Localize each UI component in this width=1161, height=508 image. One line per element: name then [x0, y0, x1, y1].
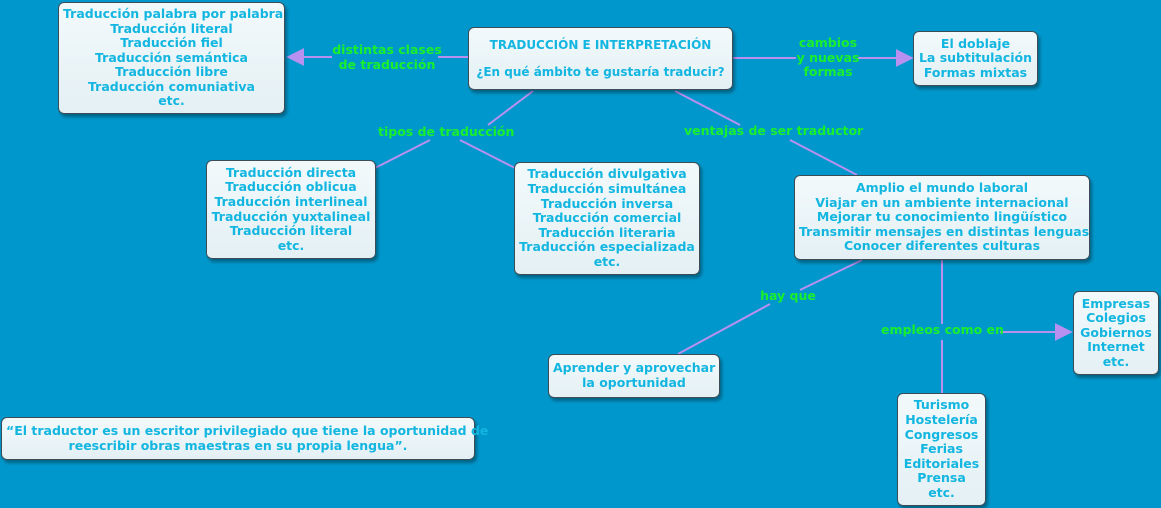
text-line: formas — [803, 64, 853, 80]
text-line: Traducción literaria — [538, 224, 676, 240]
edge-tipos-a — [374, 139, 431, 169]
text-line: ¿En qué ámbito te gustaría traducir? — [476, 64, 725, 79]
text-line: Hostelería — [905, 412, 978, 428]
text-line: Traducción literal — [229, 223, 353, 239]
text-line: Internet — [1087, 339, 1145, 355]
edge-hayque-aprender — [677, 303, 771, 355]
text-line: Traducción interlineal — [214, 193, 368, 209]
link-ventajas-traductor: ventajas de ser traductor — [684, 123, 864, 139]
text-line: etc. — [928, 484, 955, 500]
edge-tipos-b — [459, 139, 516, 169]
link-empleos: empleos como en — [881, 322, 1004, 338]
text-line: etc. — [277, 237, 305, 253]
text-line: Traducción divulgativa — [527, 166, 687, 182]
text-line: Traducción especializada — [519, 239, 695, 255]
text-line: Traducción inversa — [540, 195, 674, 211]
text-line: Traducción simultánea — [527, 181, 687, 197]
link-hay-que: hay que — [758, 288, 818, 304]
text-line: Empresas — [1081, 295, 1151, 311]
text-line: Amplio el mundo laboral — [855, 180, 1029, 196]
text-line: Congresos — [904, 426, 979, 442]
text-line: Ferias — [920, 441, 963, 457]
text-line: La subtitulación — [918, 50, 1033, 66]
text-line: Mejorar tu conocimiento lingüístico — [816, 209, 1068, 225]
text-line: empleos como en — [881, 322, 1004, 337]
text-line: Transmitir mensajes en distintas lenguas — [799, 223, 1090, 239]
text-line: Traducción comuniativa — [88, 78, 255, 94]
text-line: cambios — [798, 35, 858, 50]
node-cita[interactable]: “El traductor es un escritor privilegiad… — [1, 417, 489, 460]
edge-root-ventajas — [674, 90, 741, 126]
text-line: tipos de traducción — [378, 124, 515, 139]
link-tipos-traduccion: tipos de traducción — [378, 124, 515, 140]
text-line: Traducción semántica — [95, 49, 248, 65]
text-line: Formas mixtas — [923, 64, 1028, 80]
edge-root-tipos — [487, 90, 534, 126]
text-line: etc. — [593, 253, 621, 269]
text-line: Editoriales — [903, 455, 980, 471]
text-line: Traducción directa — [225, 164, 357, 180]
text-line: Colegios — [1086, 310, 1146, 326]
text-line: etc. — [158, 93, 185, 109]
text-line: Traducción oblicua — [225, 179, 357, 195]
text-line: Gobiernos — [1080, 324, 1152, 340]
edge-ventajas-box — [789, 139, 858, 176]
text-line: “El traductor es un escritor privilegiad… — [6, 422, 489, 438]
text-line: de traducción — [338, 56, 436, 72]
text-line: hay que — [760, 288, 816, 303]
text-line: Prensa — [917, 470, 966, 486]
text-line: la oportunidad — [582, 375, 686, 390]
text-line: etc. — [1102, 353, 1130, 369]
text-line: Traducción fiel — [120, 35, 223, 51]
text-line: Viajar en un ambiente internacional — [815, 194, 1069, 210]
node-traduccion-interpretacion[interactable]: TRADUCCIÓN E INTERPRETACIÓN ¿En qué ámbit… — [468, 27, 733, 90]
text-line: distintas clases — [332, 42, 442, 57]
text-line: Traducción libre — [115, 64, 228, 80]
text-line: Aprender y aprovechar — [553, 360, 716, 376]
text-line: TRADUCCIÓN E INTERPRETACIÓN — [489, 37, 712, 52]
text-line: Turismo — [913, 397, 970, 413]
text-line: El doblaje — [940, 35, 1011, 51]
text-line: reescribir obras maestras en su propia l… — [68, 437, 408, 453]
text-line: Traducción yuxtalineal — [211, 208, 371, 224]
text-line: Traducción palabra por palabra — [63, 5, 284, 21]
text-line: Traducción literal — [110, 20, 233, 36]
text-line: Conocer diferentes culturas — [843, 238, 1041, 254]
text-line: y nuevas — [796, 49, 860, 65]
edge-ventajas-hayque — [799, 259, 863, 291]
text-line: Traducción comercial — [532, 210, 682, 226]
text-line: ventajas de ser traductor — [684, 123, 864, 138]
